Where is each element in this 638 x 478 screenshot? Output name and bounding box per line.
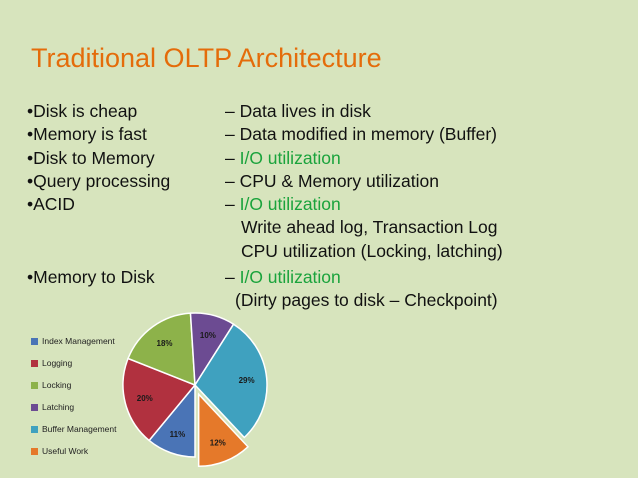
legend-item: Useful Work: [31, 440, 117, 462]
legend-swatch: [31, 425, 38, 433]
dash: –: [225, 194, 240, 215]
legend-label: Useful Work: [42, 446, 89, 456]
acid-sub-detail: Write ahead log, Transaction Log: [241, 217, 498, 238]
bullet-sub-row: Write ahead log, Transaction Log: [27, 216, 503, 239]
bullet-label: •ACID: [27, 194, 75, 215]
bullet-label: •Memory is fast: [27, 124, 147, 145]
bullet-detail: – Data lives in disk: [225, 101, 371, 121]
bullet-row: •Query processing – CPU & Memory utiliza…: [27, 170, 503, 193]
pie-data-label: 10%: [200, 331, 216, 340]
legend-item: Buffer Management: [31, 418, 117, 440]
dash: –: [225, 267, 240, 288]
dash: –: [225, 147, 240, 168]
bullet-detail: – I/O utilization: [225, 193, 341, 216]
legend-item: Latching: [31, 396, 117, 418]
io-utilization-text: I/O utilization: [239, 147, 341, 168]
io-utilization-text: I/O utilization: [239, 194, 341, 215]
io-utilization-text: I/O utilization: [239, 267, 341, 288]
legend-swatch: [31, 403, 38, 411]
pie-data-label: 12%: [210, 438, 226, 447]
legend-swatch: [31, 381, 38, 389]
pie-chart: 11% 20% 18% 10% 29% 12%: [122, 312, 268, 468]
legend-label: Logging: [42, 358, 73, 368]
legend-swatch: [31, 337, 38, 345]
bullet-detail: – I/O utilization: [225, 266, 341, 289]
bullet-detail: – CPU & Memory utilization: [225, 170, 439, 191]
legend-item: Logging: [31, 352, 117, 374]
pie-slice: [127, 312, 196, 387]
pie-data-label: 29%: [239, 376, 255, 385]
legend-item: Locking: [31, 374, 117, 396]
bullet-label: •Disk to Memory: [27, 147, 155, 168]
bullet-sub-row: (Dirty pages to disk – Checkpoint): [27, 289, 503, 312]
legend-label: Buffer Management: [42, 424, 117, 434]
bullet-label: •Disk is cheap: [27, 101, 138, 121]
legend-item: Index Management: [31, 330, 117, 352]
bullet-list: •Disk is cheap – Data lives in disk •Mem…: [27, 100, 503, 313]
bullet-row: •ACID – I/O utilization: [27, 193, 503, 216]
pie-slice: [194, 323, 268, 439]
bullet-label: •Query processing: [27, 170, 171, 191]
legend-label: Locking: [42, 380, 72, 390]
legend-label: Latching: [42, 402, 75, 412]
memory-disk-sub-detail: (Dirty pages to disk – Checkpoint): [235, 290, 498, 311]
bullet-sub-row: CPU utilization (Locking, latching): [27, 240, 503, 263]
bullet-row: •Memory to Disk – I/O utilization: [27, 266, 503, 289]
pie-data-label: 18%: [157, 339, 173, 348]
bullet-row: •Memory is fast – Data modified in memor…: [27, 123, 503, 146]
pie-data-label: 11%: [170, 430, 186, 439]
slide-title: Traditional OLTP Architecture: [31, 43, 382, 73]
legend-swatch: [31, 447, 38, 455]
pie-slice: [122, 357, 197, 442]
legend-swatch: [31, 359, 38, 367]
bullet-detail: – Data modified in memory (Buffer): [225, 124, 498, 145]
acid-sub-detail: CPU utilization (Locking, latching): [241, 240, 503, 261]
pie-slice: [197, 392, 250, 468]
bullet-row: •Disk to Memory – I/O utilization: [27, 147, 503, 170]
bullet-row: •Disk is cheap – Data lives in disk: [27, 100, 503, 123]
bullet-detail: – I/O utilization: [225, 147, 341, 170]
bullet-label: •Memory to Disk: [27, 267, 155, 288]
pie-data-label: 20%: [137, 394, 153, 403]
legend-label: Index Management: [42, 336, 115, 346]
